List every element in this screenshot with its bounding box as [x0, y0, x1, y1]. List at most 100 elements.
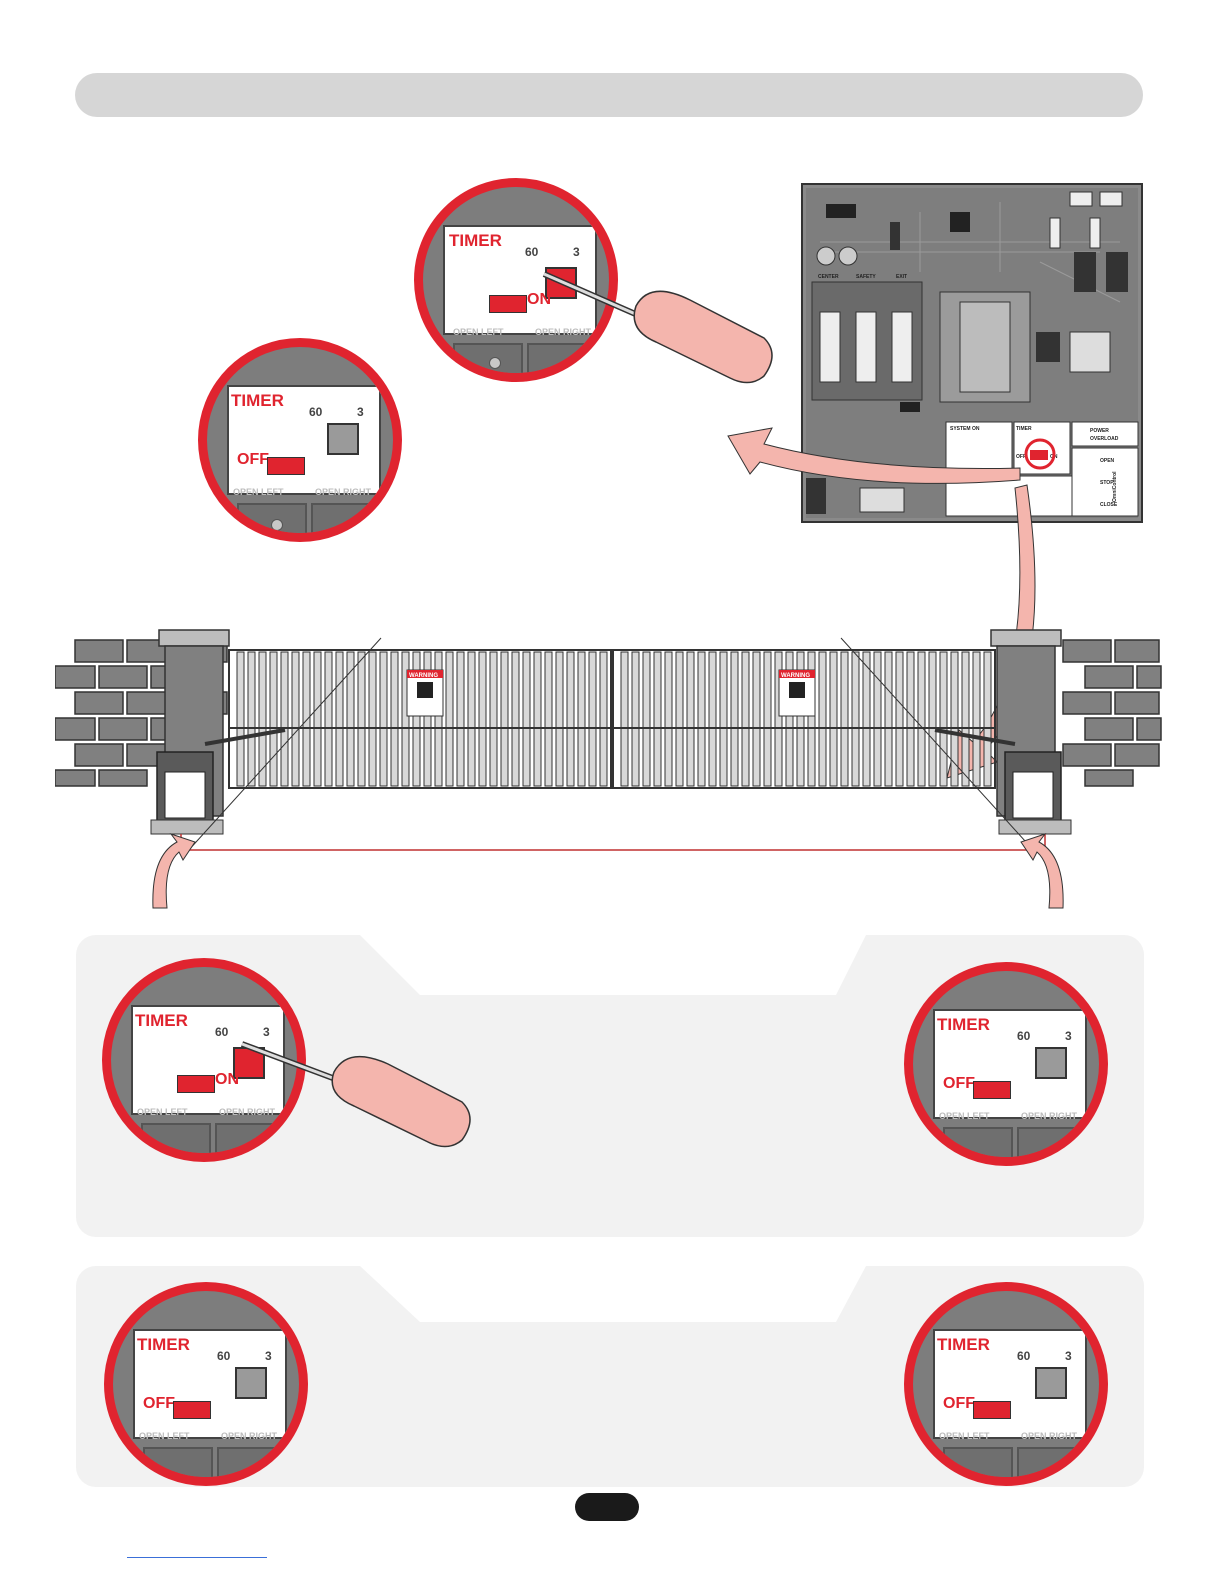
open-right-label: OPEN RIGHT: [315, 487, 372, 497]
timer-value-3: 3: [263, 1025, 270, 1039]
timer-label: TIMER: [937, 1015, 990, 1034]
gate-bar: [675, 651, 684, 787]
gate-bar: [445, 651, 454, 787]
timer-label: TIMER: [449, 231, 502, 250]
off-label: OFF: [143, 1395, 175, 1412]
screwdriver-icon: [542, 271, 773, 384]
board-label-overload: OVERLOAD: [1090, 436, 1119, 442]
board-label-open: OPEN: [1100, 458, 1115, 464]
off-label: OFF: [237, 451, 269, 468]
timer-value-3: 3: [1065, 1029, 1072, 1043]
open-right-label: OPEN RIGHT: [219, 1107, 276, 1117]
zoom-timer-off-panel2-left: TIMER 60 3 OFF OPEN LEFT OPEN RIGHT: [104, 1282, 308, 1486]
gate-bar: [500, 651, 509, 787]
timer-value-60: 60: [525, 245, 539, 259]
on-label: ON: [527, 291, 551, 308]
gate-bar: [236, 651, 245, 787]
dip-switch-icon: [973, 1401, 1011, 1419]
open-left-label: OPEN LEFT: [233, 487, 284, 497]
board-label-close: CLOSE: [1100, 502, 1118, 508]
open-left-label: OPEN LEFT: [939, 1111, 990, 1121]
timer-value-60: 60: [1017, 1349, 1031, 1363]
open-right-label: OPEN RIGHT: [1021, 1431, 1078, 1441]
section-title-bar: [75, 73, 1143, 117]
gate-bar: [247, 651, 256, 787]
open-left-label: OPEN LEFT: [139, 1431, 190, 1441]
gate-bar: [873, 651, 882, 787]
gate-bar: [972, 651, 981, 787]
gate-bar: [313, 651, 322, 787]
open-right-label: OPEN RIGHT: [221, 1431, 278, 1441]
gate-bar: [642, 651, 651, 787]
footer-link[interactable]: [127, 1557, 267, 1558]
gate-bar: [697, 651, 706, 787]
gate-bar: [269, 651, 278, 787]
gate-bar: [939, 651, 948, 787]
board-label-center: CENTER: [818, 274, 839, 280]
timer-value-3: 3: [573, 245, 580, 259]
timer-label: TIMER: [937, 1335, 990, 1354]
zoom-timer-off-top: TIMER 60 3 OFF OPEN LEFT OPEN RIGHT: [198, 338, 402, 542]
gate-bar: [511, 651, 520, 787]
gate-bar: [983, 651, 992, 787]
open-right-label: OPEN RIGHT: [1021, 1111, 1078, 1121]
curved-arrow-icon: [727, 427, 1021, 484]
timer-dial-icon: [1035, 1367, 1067, 1399]
gate-bar: [489, 651, 498, 787]
gate-bar: [555, 651, 564, 787]
gate-bar: [664, 651, 673, 787]
gate-bar: [719, 651, 728, 787]
timer-value-60: 60: [309, 405, 323, 419]
dip-switch-icon: [267, 457, 305, 475]
gate-bar: [851, 651, 860, 787]
zoom-timer-off-panel2-right: TIMER 60 3 OFF OPEN LEFT OPEN RIGHT: [904, 1282, 1108, 1486]
board-label-system-on: SYSTEM ON: [950, 426, 980, 432]
page-number-badge: [575, 1493, 639, 1521]
gate-bar: [686, 651, 695, 787]
gate-bar: [346, 651, 355, 787]
off-label: OFF: [943, 1395, 975, 1412]
gate-bar: [950, 651, 959, 787]
gate-bar: [544, 651, 553, 787]
gate-bar: [588, 651, 597, 787]
gate-bar: [807, 651, 816, 787]
gate-bar: [566, 651, 575, 787]
timer-label: TIMER: [231, 391, 284, 410]
gate-bar: [917, 651, 926, 787]
gate-bar: [324, 651, 333, 787]
gate-bar: [434, 651, 443, 787]
board-label-safety: SAFETY: [856, 274, 876, 280]
zoom-timer-on-top: TIMER 60 3 ON OPEN LEFT OPEN RIGHT: [414, 178, 618, 382]
timer-label: TIMER: [137, 1335, 190, 1354]
off-label: OFF: [943, 1075, 975, 1092]
gate-bar: [401, 651, 410, 787]
timer-value-60: 60: [217, 1349, 231, 1363]
open-right-label: OPEN RIGHT: [535, 327, 592, 337]
gate-bar: [357, 651, 366, 787]
gate-bar: [335, 651, 344, 787]
gate-bar: [774, 651, 783, 787]
gate-bar: [423, 651, 432, 787]
timer-value-3: 3: [1065, 1349, 1072, 1363]
gate-bar: [291, 651, 300, 787]
gate-bar: [302, 651, 311, 787]
gate-bar: [577, 651, 586, 787]
gate-bar: [467, 651, 476, 787]
gate-bar: [730, 651, 739, 787]
board-brand: OmniControl: [1112, 471, 1118, 502]
gate-bar: [895, 651, 904, 787]
gate-bar: [390, 651, 399, 787]
timer-value-3: 3: [357, 405, 364, 419]
gate-bar: [412, 651, 421, 787]
dip-switch-icon: [973, 1081, 1011, 1099]
board-label-off: OFF: [1016, 454, 1026, 460]
on-label: ON: [215, 1071, 239, 1088]
gate-bar: [258, 651, 267, 787]
open-left-label: OPEN LEFT: [137, 1107, 188, 1117]
timer-dial-icon: [327, 423, 359, 455]
gate-bar: [906, 651, 915, 787]
zoom-timer-off-panel1-right: TIMER 60 3 OFF OPEN LEFT OPEN RIGHT: [904, 962, 1108, 1166]
timer-value-3: 3: [265, 1349, 272, 1363]
gate-bar: [785, 651, 794, 787]
timer-highlight-circle: [1024, 438, 1056, 470]
